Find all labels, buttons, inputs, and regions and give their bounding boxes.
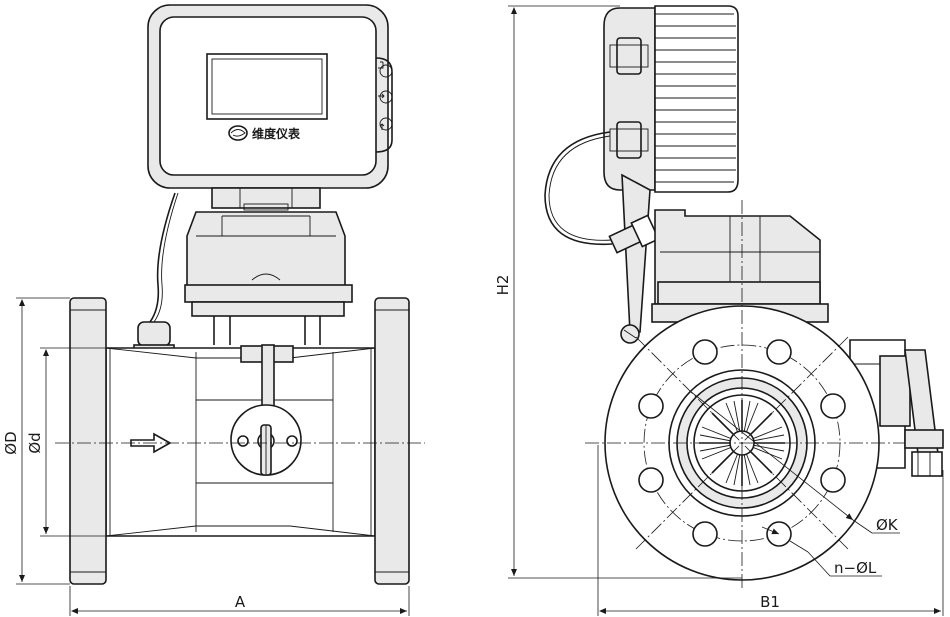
enter-button[interactable] (379, 64, 393, 78)
bolt-holes (638, 339, 846, 547)
dim-nL-label: n−ØL (834, 559, 877, 577)
right-button[interactable] (379, 90, 393, 104)
up-arrow-icon (379, 123, 385, 130)
right-arrow-icon (378, 93, 385, 99)
swirl-logo-icon (228, 125, 248, 141)
brand-text: 维度仪表 (252, 126, 301, 141)
dim-D-label: ØD (2, 431, 20, 454)
dim-K-label: ØK (876, 516, 899, 534)
display-head: 维度仪表 (147, 4, 393, 189)
dim-d-label: Ød (26, 432, 44, 453)
display-head-side (603, 5, 739, 193)
enter-arrow-icon (378, 61, 384, 69)
dim-A-label: A (235, 593, 246, 611)
dim-H2-label: H2 (494, 275, 512, 296)
side-view: ØK n−ØL H2 B1 (494, 5, 944, 616)
dim-B1-label: B1 (760, 593, 780, 611)
front-view: 维度仪表 (2, 4, 425, 616)
up-button[interactable] (379, 117, 393, 131)
